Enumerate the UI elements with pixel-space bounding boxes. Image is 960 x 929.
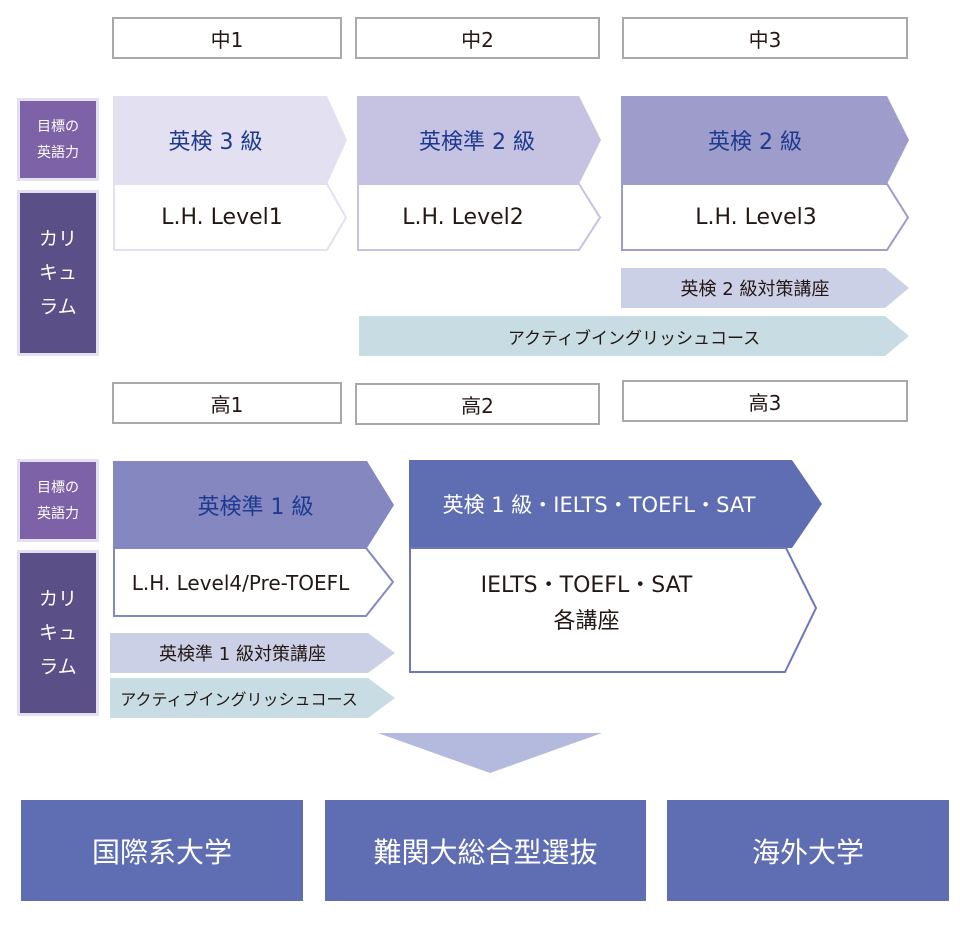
- grade-header-s3: 高3: [622, 380, 908, 422]
- grade-header-s1: 高1: [112, 382, 342, 424]
- destination-overseas-university: 海外大学: [667, 800, 949, 901]
- goal-text: 英検 2 級: [708, 130, 802, 155]
- level-arrow-j2: L.H. Level2: [357, 183, 602, 251]
- side-label-goal: 目標の 英語力: [17, 98, 99, 181]
- grade-header-j1: 中1: [112, 17, 342, 59]
- level-text: IELTS・TOEFL・SAT 各講座: [480, 573, 693, 634]
- course-arrow-eiken-pre1: 英検準 1 級対策講座: [110, 633, 395, 673]
- level-text: L.H. Level1: [161, 205, 283, 230]
- course-text: アクティブイングリッシュコース: [120, 690, 358, 709]
- course-text: 英検準 1 級対策講座: [159, 644, 326, 665]
- level-text: L.H. Level3: [695, 205, 817, 230]
- goal-arrow-j3: 英検 2 級: [621, 96, 909, 184]
- goal-text: 英検準 2 級: [419, 130, 535, 155]
- goal-text: 英検 3 級: [168, 130, 263, 155]
- course-arrow-active-english-s: アクティブイングリッシュコース: [110, 678, 395, 718]
- down-arrow-icon: [378, 733, 602, 773]
- level-text: L.H. Level4/Pre-TOEFL: [131, 570, 350, 595]
- goal-arrow-s2-3: 英検 1 級・IELTS・TOEFL・SAT: [409, 460, 822, 548]
- destination-international-university: 国際系大学: [21, 800, 303, 901]
- course-text: 英検 2 級対策講座: [680, 279, 830, 300]
- destination-comprehensive-selection: 難関大総合型選抜: [325, 800, 646, 901]
- level-arrow-s2-3: IELTS・TOEFL・SAT 各講座: [409, 547, 818, 673]
- side-label-curriculum: カリ キュ ラム: [17, 190, 99, 356]
- grade-header-j2: 中2: [355, 17, 600, 59]
- goal-arrow-j1: 英検 3 級: [113, 96, 347, 184]
- goal-text: 英検 1 級・IELTS・TOEFL・SAT: [442, 493, 756, 517]
- course-arrow-active-english-j: アクティブイングリッシュコース: [359, 316, 909, 356]
- level-text: L.H. Level2: [402, 205, 524, 230]
- side-label-goal: 目標の 英語力: [17, 459, 99, 542]
- side-label-curriculum: カリ キュ ラム: [17, 550, 99, 716]
- goal-arrow-s1: 英検準 1 級: [113, 461, 394, 548]
- goal-text: 英検準 1 級: [197, 494, 314, 520]
- goal-arrow-j2: 英検準 2 級: [357, 96, 601, 184]
- grade-header-s2: 高2: [355, 383, 600, 425]
- level-arrow-s1: L.H. Level4/Pre-TOEFL: [113, 547, 395, 617]
- course-text: アクティブイングリッシュコース: [507, 328, 761, 349]
- level-arrow-j3: L.H. Level3: [621, 183, 910, 251]
- level-arrow-j1: L.H. Level1: [113, 183, 348, 251]
- course-arrow-eiken2: 英検 2 級対策講座: [621, 268, 909, 308]
- grade-header-j3: 中3: [622, 17, 908, 59]
